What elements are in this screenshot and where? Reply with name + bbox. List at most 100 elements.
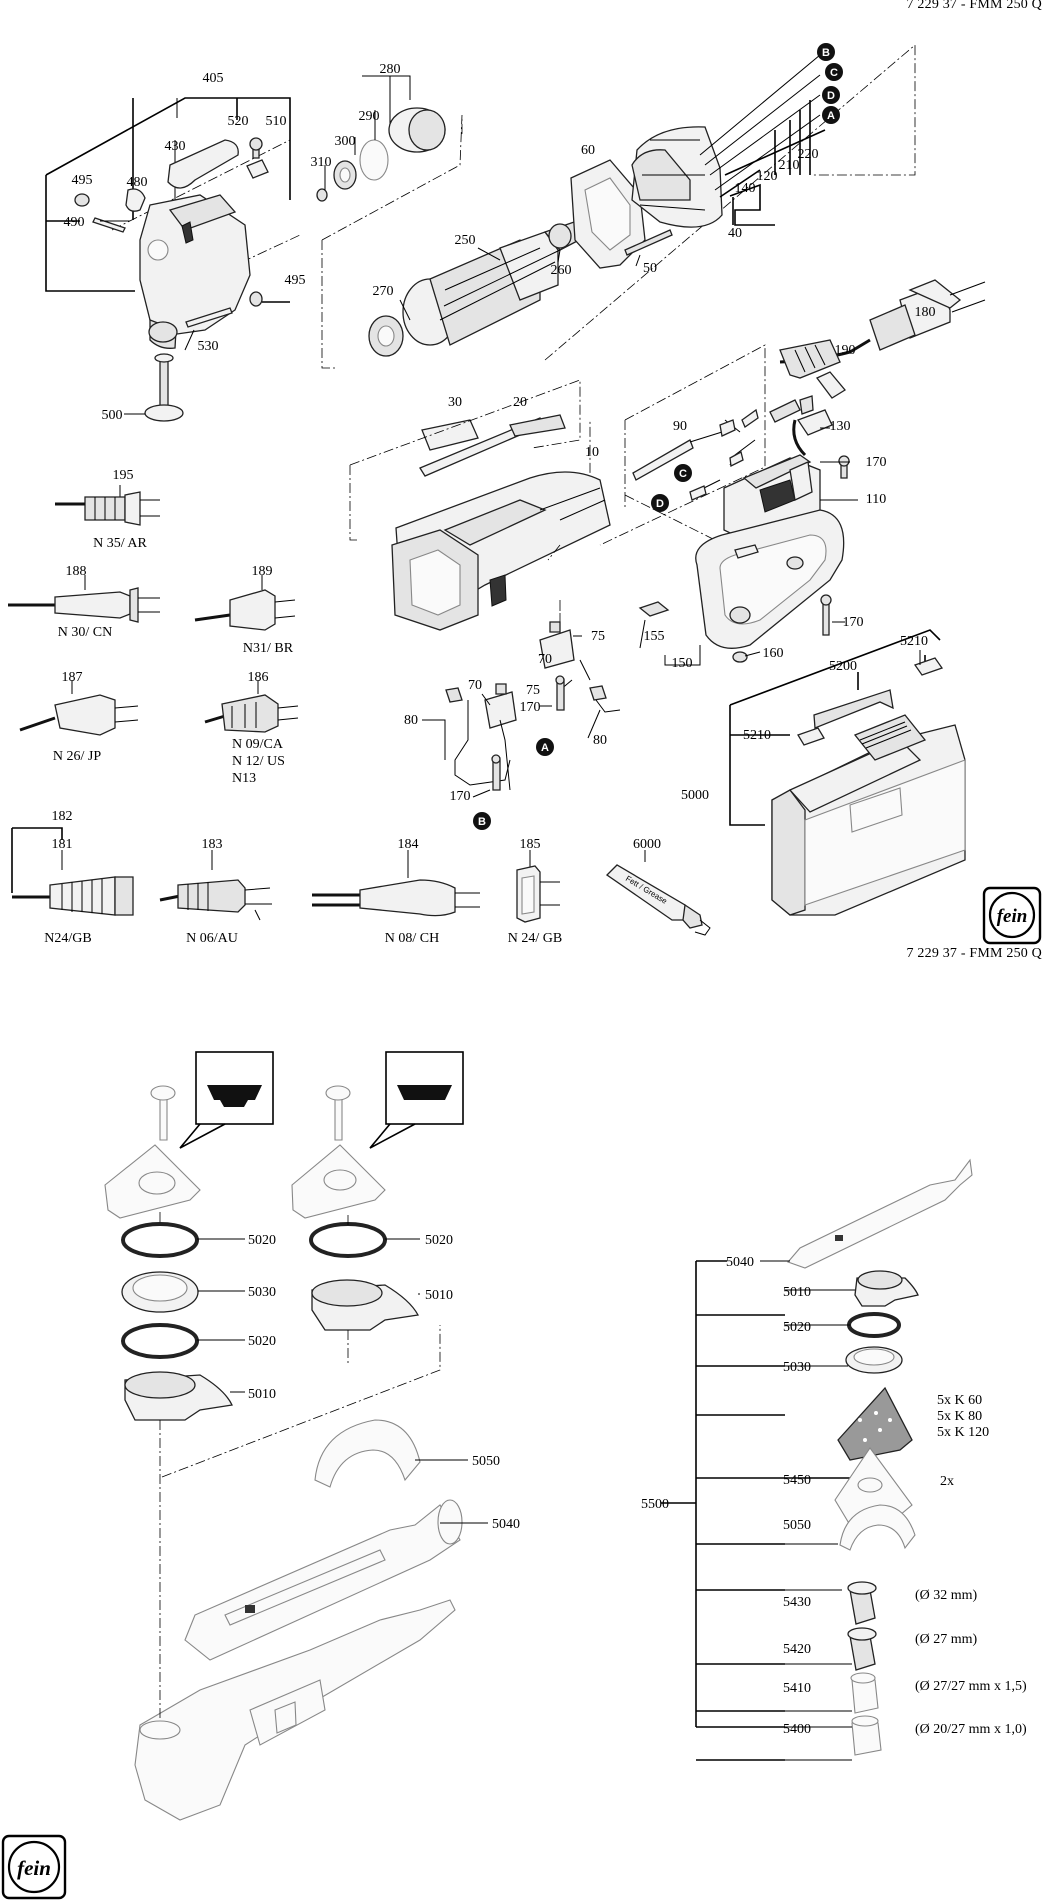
svg-text:D: D <box>656 498 664 510</box>
label-495b: 495 <box>285 273 306 288</box>
label-dia-32: (Ø 32 mm) <box>915 1588 978 1603</box>
label-6000: 6000 <box>633 837 661 852</box>
label-r5410: 5410 <box>783 1681 811 1696</box>
label-90: 90 <box>673 419 687 434</box>
svg-text:A: A <box>827 110 835 122</box>
badge-a-top: A <box>822 106 840 124</box>
label-n24-gb: N24/GB <box>44 931 91 946</box>
label-430: 430 <box>165 139 186 154</box>
label-210: 210 <box>779 158 800 173</box>
label-20: 20 <box>513 395 527 410</box>
label-260: 260 <box>551 263 572 278</box>
svg-text:fein: fein <box>997 906 1028 927</box>
label-30: 30 <box>448 395 462 410</box>
label-dia-27: (Ø 27 mm) <box>915 1632 978 1647</box>
label-110: 110 <box>866 492 886 507</box>
label-189: 189 <box>252 564 273 579</box>
label-r5430: 5430 <box>783 1595 811 1610</box>
label-186: 186 <box>248 670 269 685</box>
badge-a-mid: A <box>536 738 554 756</box>
svg-text:B: B <box>822 47 830 59</box>
label-310: 310 <box>311 155 332 170</box>
label-n12-us: N 12/ US <box>232 754 285 769</box>
label-r5020: 5020 <box>783 1320 811 1335</box>
badge-c-top: C <box>825 63 843 81</box>
label-60: 60 <box>581 143 595 158</box>
label-170c: 170 <box>450 789 471 804</box>
drawing-code-middle: 7 229 37 - FMM 250 Q <box>906 946 1042 961</box>
label-70b: 70 <box>468 678 482 693</box>
label-250: 250 <box>455 233 476 248</box>
label-r5420: 5420 <box>783 1642 811 1657</box>
label-n31-br: N31/ BR <box>243 641 294 656</box>
label-r5400: 5400 <box>783 1722 811 1737</box>
carry-case-assembly <box>729 629 966 916</box>
label-n26-jp: N 26/ JP <box>53 749 101 764</box>
label-495a: 495 <box>72 173 93 188</box>
label-5210b: 5210 <box>743 728 771 743</box>
label-490: 490 <box>64 215 85 230</box>
label-405: 405 <box>203 71 224 86</box>
label-300: 300 <box>335 134 356 149</box>
label-520: 520 <box>228 114 249 129</box>
svg-text:C: C <box>679 468 687 480</box>
label-5020-c: 5020 <box>425 1233 453 1248</box>
label-185: 185 <box>520 837 541 852</box>
label-170b: 170 <box>520 700 541 715</box>
label-r5500: 5500 <box>641 1497 669 1512</box>
label-n30-cn: N 30/ CN <box>58 625 112 640</box>
label-120: 120 <box>757 169 778 184</box>
label-155: 155 <box>644 629 665 644</box>
label-5050: 5050 <box>472 1454 500 1469</box>
badge-d-top: D <box>822 86 840 104</box>
label-40: 40 <box>728 226 742 241</box>
label-130: 130 <box>830 419 851 434</box>
label-n06-au: N 06/AU <box>186 931 238 946</box>
label-r5030: 5030 <box>783 1360 811 1375</box>
label-182: 182 <box>52 809 73 824</box>
svg-text:fein: fein <box>17 1856 51 1880</box>
label-n08-ch: N 08/ CH <box>385 931 439 946</box>
top-section-labels: 405 520 510 430 495 480 490 495 530 500 … <box>44 62 935 946</box>
label-80a: 80 <box>404 713 418 728</box>
label-5020-a: 5020 <box>248 1233 276 1248</box>
label-5000: 5000 <box>681 788 709 803</box>
label-160: 160 <box>763 646 784 661</box>
wire-badges: B C D A C D A B <box>473 43 843 830</box>
label-5030-a: 5030 <box>248 1285 276 1300</box>
label-170d: 170 <box>843 615 864 630</box>
label-500: 500 <box>102 408 123 423</box>
dust-extraction-assembly <box>104 1051 464 1821</box>
label-5040: 5040 <box>492 1517 520 1532</box>
label-n13: N13 <box>232 771 256 786</box>
label-290: 290 <box>359 109 380 124</box>
label-530: 530 <box>198 339 219 354</box>
country-plugs <box>8 485 711 936</box>
label-190: 190 <box>835 343 856 358</box>
label-5210a: 5210 <box>900 634 928 649</box>
label-r5450: 5450 <box>783 1473 811 1488</box>
label-140: 140 <box>735 181 756 196</box>
label-dia-2027: (Ø 20/27 mm x 1,0) <box>915 1722 1027 1737</box>
label-183: 183 <box>202 837 223 852</box>
label-n24-gb-2: N 24/ GB <box>508 931 562 946</box>
badge-c-mid: C <box>674 464 692 482</box>
label-dia-2727: (Ø 27/27 mm x 1,5) <box>915 1679 1027 1694</box>
label-184: 184 <box>398 837 419 852</box>
svg-text:A: A <box>541 742 549 754</box>
drawing-code-top: 7 229 37 - FMM 250 Q <box>906 0 1042 12</box>
accessory-kit-5500: 5040 5010 5020 5030 5500 5450 5050 5430 … <box>641 1158 1027 1761</box>
label-195: 195 <box>113 468 134 483</box>
label-50: 50 <box>643 261 657 276</box>
motor-assembly <box>316 54 826 357</box>
label-5010-b: 5010 <box>425 1288 453 1303</box>
label-5200: 5200 <box>829 659 857 674</box>
label-188: 188 <box>66 564 87 579</box>
label-187: 187 <box>62 670 83 685</box>
svg-text:C: C <box>830 67 838 79</box>
label-510: 510 <box>266 114 287 129</box>
gear-head-assembly <box>45 97 301 422</box>
label-180: 180 <box>915 305 936 320</box>
